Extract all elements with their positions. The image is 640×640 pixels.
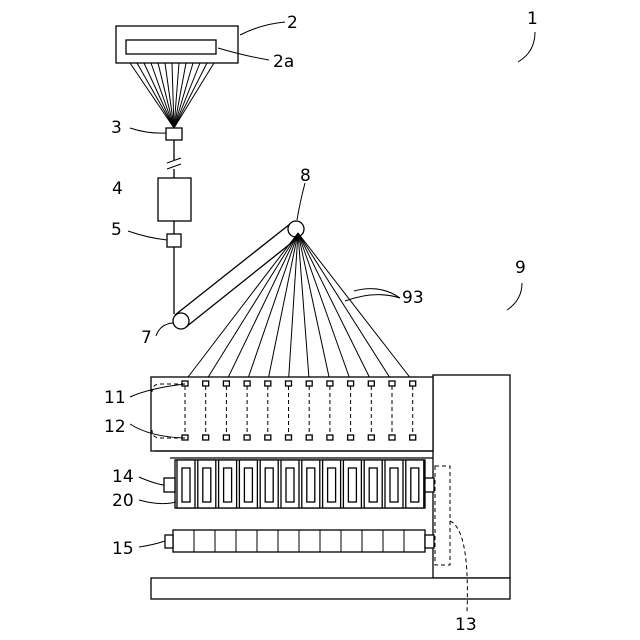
guide-12	[244, 435, 250, 440]
unit-5	[167, 234, 181, 247]
label-7: 7	[141, 328, 152, 348]
guide-12	[203, 435, 209, 440]
bobbin-core	[182, 468, 190, 502]
shaft-15-right-end	[425, 535, 434, 548]
bobbin-core	[244, 468, 252, 502]
spin-filament	[130, 63, 174, 128]
shaft-15-left-end	[165, 535, 173, 548]
guide-11	[265, 381, 271, 386]
label-14: 14	[112, 467, 134, 487]
bobbin-core	[348, 468, 356, 502]
guide-12	[348, 435, 354, 440]
guide-11	[368, 381, 374, 386]
leader-9	[507, 283, 522, 310]
roller-8	[288, 221, 304, 237]
base-plate	[151, 578, 510, 599]
leader-8	[297, 183, 305, 220]
guide-3	[166, 128, 182, 140]
leader-93-b	[345, 295, 400, 301]
label-5: 5	[111, 220, 122, 240]
bobbin-core	[265, 468, 273, 502]
label-12: 12	[104, 417, 126, 437]
filament-93	[298, 233, 392, 381]
leader-20	[139, 500, 176, 504]
bobbin-core	[411, 468, 419, 502]
guide-11	[244, 381, 250, 386]
bobbin-core	[286, 468, 294, 502]
guide-12	[306, 435, 312, 440]
guide-12	[286, 435, 292, 440]
shaft-14-right	[425, 478, 434, 492]
filament-93	[298, 233, 413, 381]
label-15: 15	[112, 539, 134, 559]
guide-12	[223, 435, 229, 440]
label-2a: 2a	[273, 52, 294, 72]
spinneret-face	[126, 40, 216, 54]
guide-11	[286, 381, 292, 386]
bobbin-core	[390, 468, 398, 502]
guide-11	[410, 381, 416, 386]
yarn-7-8-upper	[175, 224, 290, 315]
guide-12	[327, 435, 333, 440]
bobbin-core	[307, 468, 315, 502]
bobbin-core	[369, 468, 377, 502]
spin-filament	[151, 63, 174, 128]
label-1: 1	[527, 9, 538, 29]
winder-frame	[433, 375, 510, 578]
label-8: 8	[300, 166, 311, 186]
guide-11	[306, 381, 312, 386]
label-9: 9	[515, 258, 526, 278]
bobbin-core	[328, 468, 336, 502]
label-2: 2	[287, 13, 298, 33]
guide-12	[368, 435, 374, 440]
leader-5	[128, 231, 167, 240]
leader-7	[156, 323, 173, 336]
spin-filament	[137, 63, 174, 128]
label-93: 93	[402, 288, 424, 308]
leader-3	[130, 128, 166, 133]
filament-fan-93	[185, 233, 413, 381]
spinneret-filament-fan	[130, 63, 214, 128]
bobbin-core	[203, 468, 211, 502]
unit-4	[158, 178, 191, 221]
label-11: 11	[104, 388, 126, 408]
yarn-7-8-lower	[186, 236, 300, 327]
label-13: 13	[455, 615, 477, 635]
guide-11	[203, 381, 209, 386]
guide-11	[223, 381, 229, 386]
filament-93	[298, 233, 309, 381]
shaft-14-left	[164, 478, 175, 492]
label-3: 3	[111, 118, 122, 138]
filament-93	[298, 233, 371, 381]
guide-11	[348, 381, 354, 386]
filament-93	[298, 233, 330, 381]
guide-11	[389, 381, 395, 386]
filament-93	[185, 233, 298, 381]
leader-1	[518, 32, 535, 62]
filament-93	[206, 233, 298, 381]
label-4: 4	[112, 179, 123, 199]
guide-12	[389, 435, 395, 440]
leader-2	[240, 22, 285, 35]
guide-12	[265, 435, 271, 440]
label-20: 20	[112, 491, 134, 511]
guide-12	[410, 435, 416, 440]
guide-11	[327, 381, 333, 386]
bobbin-core	[224, 468, 232, 502]
filament-93	[226, 233, 298, 381]
leader-14	[139, 477, 164, 485]
leader-15	[139, 541, 165, 547]
filament-93	[298, 233, 351, 381]
